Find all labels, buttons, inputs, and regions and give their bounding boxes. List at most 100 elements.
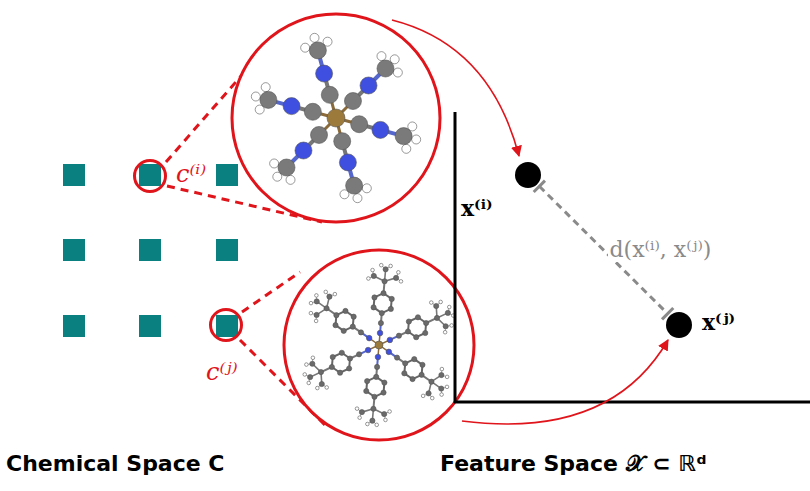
atom [430, 396, 434, 400]
atom [318, 369, 323, 374]
atom [440, 367, 444, 371]
atom [325, 386, 329, 390]
atom [443, 324, 448, 329]
atom [421, 394, 425, 398]
atom [359, 410, 364, 415]
atom [316, 65, 333, 82]
atom [343, 308, 348, 313]
atom [341, 328, 346, 333]
atom [405, 329, 410, 334]
atom [377, 60, 394, 77]
distance-label: d(x⁽ⁱ⁾, x⁽ʲ⁾) [608, 238, 714, 262]
atom [375, 341, 383, 349]
atom [384, 418, 388, 422]
molecule [303, 263, 455, 426]
atom [406, 319, 411, 324]
atom [445, 375, 449, 379]
atom [310, 361, 315, 366]
atom [347, 366, 352, 371]
atom [309, 42, 326, 59]
atom [366, 335, 372, 341]
atom [424, 320, 429, 325]
atom [420, 362, 425, 367]
atom [370, 418, 375, 423]
atom [394, 355, 399, 360]
atom [364, 388, 369, 393]
grid-square [63, 164, 85, 186]
atom [316, 386, 320, 390]
axis-caption: Chemical Space C [6, 452, 225, 476]
atom [327, 109, 345, 127]
atom [377, 52, 386, 61]
atom [387, 337, 393, 343]
atom [423, 330, 428, 335]
atom [412, 357, 417, 362]
atom [395, 128, 412, 145]
atom [443, 330, 447, 334]
atom [308, 375, 313, 380]
grid-square [139, 164, 161, 186]
atom [381, 291, 386, 296]
atom [344, 93, 361, 110]
atom [372, 394, 377, 399]
atom [374, 374, 379, 379]
atom [412, 135, 421, 144]
grid-square [63, 315, 85, 337]
atom [356, 352, 361, 357]
atom [372, 295, 377, 300]
atom [358, 416, 362, 420]
atom [314, 319, 318, 323]
atom [334, 133, 351, 150]
axes [454, 112, 810, 403]
feature-point: x⁽ⁱ⁾ [515, 162, 541, 188]
atom [434, 303, 439, 308]
atom [383, 267, 388, 272]
atom [315, 294, 319, 298]
atom [303, 373, 307, 377]
atom [251, 92, 260, 101]
molecule [251, 33, 420, 202]
atom [283, 98, 300, 115]
atom [375, 354, 381, 360]
atom [270, 159, 279, 168]
atom [334, 313, 339, 318]
atom [355, 407, 359, 411]
atom [434, 315, 439, 320]
atom [382, 411, 387, 416]
atom [445, 310, 450, 315]
atom [329, 364, 334, 369]
atom [339, 154, 356, 171]
atom [378, 320, 383, 325]
atom [324, 290, 328, 294]
atom [381, 390, 386, 395]
atom [379, 311, 384, 316]
atom [365, 379, 370, 384]
atom [347, 356, 352, 361]
atom [439, 372, 444, 377]
atom [410, 376, 415, 381]
atom [382, 279, 387, 284]
atom [445, 385, 449, 389]
selection-ring: c⁽ʲ⁾ [209, 308, 243, 342]
atom [333, 323, 338, 328]
atom [319, 381, 324, 386]
atom [429, 301, 433, 305]
atom [393, 68, 402, 77]
atom [372, 121, 389, 138]
y-axis [454, 112, 457, 403]
atom [278, 159, 295, 176]
atom [353, 194, 362, 203]
atom [374, 364, 379, 369]
atom [350, 324, 355, 329]
point-label: c⁽ⁱ⁾ [176, 161, 206, 187]
atom [450, 324, 454, 328]
atom [304, 103, 321, 120]
point-label: x⁽ʲ⁾ [702, 310, 735, 334]
selection-ring: c⁽ⁱ⁾ [133, 159, 167, 193]
atom [379, 263, 383, 267]
atom [414, 335, 419, 340]
atom [295, 142, 312, 159]
point-label: c⁽ʲ⁾ [206, 359, 238, 385]
atom [301, 43, 310, 52]
